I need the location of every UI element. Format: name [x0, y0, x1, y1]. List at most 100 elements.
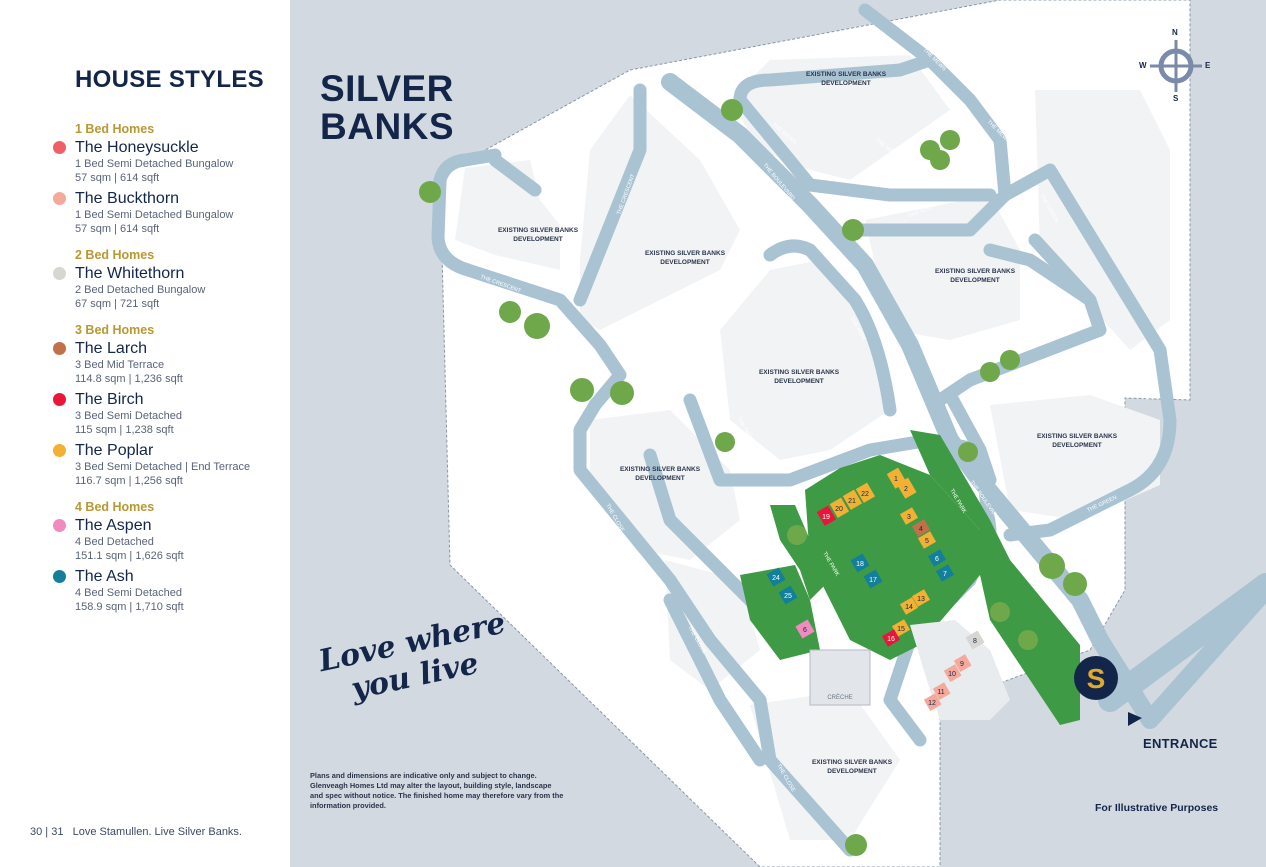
title-line: SILVER: [320, 68, 454, 109]
plot-4: 4: [911, 519, 931, 537]
house-desc: 2 Bed Detached Bungalow: [75, 284, 206, 296]
house-styles-heading: HOUSE STYLES: [75, 66, 264, 93]
svg-text:10: 10: [948, 671, 956, 678]
svg-text:19: 19: [822, 514, 830, 521]
plot-2: 2: [896, 477, 917, 499]
legend-item-poplar: The Poplar 3 Bed Semi Detached | End Ter…: [53, 441, 290, 488]
svg-text:4: 4: [919, 526, 923, 533]
block: [580, 95, 740, 330]
silver-banks-logo-icon: [1074, 656, 1118, 700]
house-name: The Birch: [75, 391, 144, 408]
tree-icon: [419, 181, 441, 203]
entrance-label: ENTRANCE: [1143, 736, 1218, 751]
plot-25: 25: [778, 585, 798, 605]
development-title: SILVER BANKS: [320, 70, 454, 146]
svg-text:8: 8: [973, 638, 977, 645]
road-the-mews: [853, 3, 1012, 237]
svg-text:15: 15: [897, 626, 905, 633]
aspen-color-dot: [53, 519, 66, 532]
house-size: 151.1 sqm | 1,626 sqft: [75, 550, 184, 562]
existing-label: EXISTING SILVER BANKS: [498, 227, 579, 234]
creche-building: [809, 649, 871, 706]
plot-18: 18: [850, 553, 870, 573]
existing-label: DEVELOPMENT: [1052, 442, 1102, 449]
site-plan-drawing: CRÈCHE S: [419, 0, 1266, 867]
house-desc: 4 Bed Semi Detached: [75, 587, 183, 599]
svg-text:25: 25: [784, 593, 792, 600]
tree-icon: [499, 301, 521, 323]
existing-label: DEVELOPMENT: [635, 475, 685, 482]
existing-label: EXISTING SILVER BANKS: [759, 369, 840, 376]
plots: 1 2 3 4 5 6 7 8 9 10 11 12 13 14 15 16 1…: [766, 467, 985, 712]
svg-text:6: 6: [935, 556, 939, 563]
house-size: 67 sqm | 721 sqft: [75, 298, 160, 310]
plot-17: 17: [863, 569, 883, 589]
plot-6: 6: [927, 549, 947, 567]
poplar-color-dot: [53, 444, 66, 457]
plot-6-aspen: 6: [795, 619, 815, 639]
tree-icon: [980, 362, 1000, 382]
trees: [419, 99, 1087, 856]
ash-color-dot: [53, 570, 66, 583]
plot-10: 10: [943, 664, 962, 683]
tree-icon: [940, 130, 960, 150]
svg-text:7: 7: [943, 571, 947, 578]
plot-21: 21: [842, 489, 863, 510]
existing-label: DEVELOPMENT: [950, 277, 1000, 284]
tree-icon: [1018, 630, 1038, 650]
honeysuckle-color-dot: [53, 141, 66, 154]
house-size: 115 sqm | 1,238 sqft: [75, 424, 174, 436]
block: [1035, 90, 1170, 350]
plot-13: 13: [911, 589, 931, 607]
tree-icon: [1039, 553, 1065, 579]
tree-icon: [524, 313, 550, 339]
road-the-mews-inner: [733, 53, 997, 202]
road-the-park: [573, 83, 897, 417]
block: [990, 395, 1160, 520]
svg-text:17: 17: [869, 577, 877, 584]
illustrative-note: For Illustrative Purposes: [1095, 802, 1219, 814]
tree-icon: [787, 525, 807, 545]
svg-text:12: 12: [928, 700, 936, 707]
house-desc: 1 Bed Semi Detached Bungalow: [75, 209, 234, 221]
road-the-green: [933, 163, 1177, 542]
svg-text:9: 9: [960, 661, 964, 668]
legend-group-title: 4 Bed Homes: [75, 500, 155, 514]
house-name: The Honeysuckle: [75, 139, 199, 156]
svg-text:16: 16: [887, 636, 895, 643]
tree-icon: [715, 432, 735, 452]
compass-west-label: W: [1139, 61, 1147, 70]
existing-label: DEVELOPMENT: [774, 378, 824, 385]
svg-text:11: 11: [937, 689, 944, 696]
existing-label: EXISTING SILVER BANKS: [806, 71, 887, 78]
plot-11: 11: [932, 682, 951, 701]
site-map: CRÈCHE S: [290, 0, 1266, 867]
plot-22: 22: [855, 482, 876, 503]
house-size: 57 sqm | 614 sqft: [75, 223, 160, 235]
road-main: [1098, 573, 1266, 712]
road-the-crescent: [431, 148, 857, 857]
existing-label: DEVELOPMENT: [513, 236, 563, 243]
tree-icon: [570, 378, 594, 402]
house-size: 116.7 sqm | 1,256 sqft: [75, 475, 183, 487]
plot-24: 24: [766, 567, 786, 587]
disclaimer-text: Plans and dimensions are indicative only…: [310, 771, 564, 810]
house-name: The Poplar: [75, 442, 154, 459]
house-name: The Buckthorn: [75, 190, 180, 207]
tree-icon: [1063, 572, 1087, 596]
block: [750, 690, 900, 840]
legend-group-title: 3 Bed Homes: [75, 323, 155, 337]
creche-label: CRÈCHE: [827, 694, 852, 701]
plot-14: 14: [899, 597, 919, 615]
plot-8: 8: [965, 630, 985, 650]
svg-text:1: 1: [894, 476, 898, 483]
title-line: BANKS: [320, 106, 455, 147]
svg-text:22: 22: [861, 491, 869, 498]
road-the-close: [643, 448, 777, 767]
compass-east-label: E: [1205, 61, 1211, 70]
svg-text:18: 18: [856, 561, 864, 568]
svg-text:21: 21: [848, 498, 856, 505]
tree-icon: [721, 99, 743, 121]
existing-label: DEVELOPMENT: [827, 768, 877, 775]
